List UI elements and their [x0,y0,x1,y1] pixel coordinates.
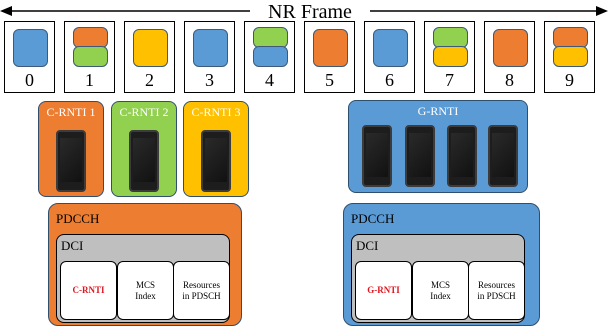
resource-block-green [253,27,288,48]
resource-block-green [433,27,468,48]
slot-number: 1 [85,70,94,90]
slot-0: 0 [4,21,55,93]
resource-block-orange [73,27,108,48]
ue-group-c-rnti-3: C-RNTI 3 [183,101,249,197]
resource-block-yellow [133,29,168,67]
slot-number: 7 [445,70,454,90]
dci-label: DCI [61,238,84,253]
slot-number: 4 [265,70,274,90]
dci-label: DCI [356,238,379,253]
ue-group-c-rnti-1: C-RNTI 1 [38,101,104,197]
smartphone-icon [447,125,477,187]
resource-block-yellow [553,46,588,67]
smartphone-icon [129,130,159,192]
slot-5: 5 [304,21,355,93]
slot-number: 0 [25,70,34,90]
resource-block-orange [553,27,588,48]
dci-field-c-rnti: C-RNTI [60,261,117,320]
ue-group-label: G-RNTI [417,104,459,118]
slot-6: 6 [364,21,415,93]
slot-number: 5 [325,70,334,90]
slot-7: 7 [424,21,475,93]
slot-2: 2 [124,21,175,93]
pdcch-label: PDCCH [56,211,100,226]
resource-block-blue [193,29,228,67]
slot-1: 1 [64,21,115,93]
ue-group-c-rnti-2: C-RNTI 2 [111,101,177,197]
slot-9: 9 [544,21,595,93]
slot-number: 9 [565,70,574,90]
slot-3: 3 [184,21,235,93]
resource-block-blue [253,46,288,67]
resource-block-orange [493,29,528,67]
smartphone-icon [405,125,435,187]
ue-group-label: C-RNTI 1 [46,105,96,119]
smartphone-icon [56,130,86,192]
slot-number: 2 [145,70,154,90]
nr-frame-title: NR Frame [250,0,370,25]
slot-number: 8 [505,70,514,90]
resource-block-orange [313,29,348,67]
slot-number: 6 [385,70,394,90]
resource-block-yellow [433,46,468,67]
dci-field-g-rnti: G-RNTI [355,261,412,320]
ue-group-g-rnti: G-RNTI [348,100,528,193]
smartphone-icon [488,125,518,187]
smartphone-icon [362,125,392,187]
resource-block-green [73,46,108,67]
slot-number: 3 [205,70,214,90]
ue-group-label: C-RNTI 3 [191,105,241,119]
resource-block-blue [13,29,48,67]
smartphone-icon [201,130,231,192]
slot-4: 4 [244,21,295,93]
resource-block-blue [373,29,408,67]
ue-group-label: C-RNTI 2 [119,105,169,119]
pdcch-label: PDCCH [351,211,395,226]
slot-8: 8 [484,21,535,93]
